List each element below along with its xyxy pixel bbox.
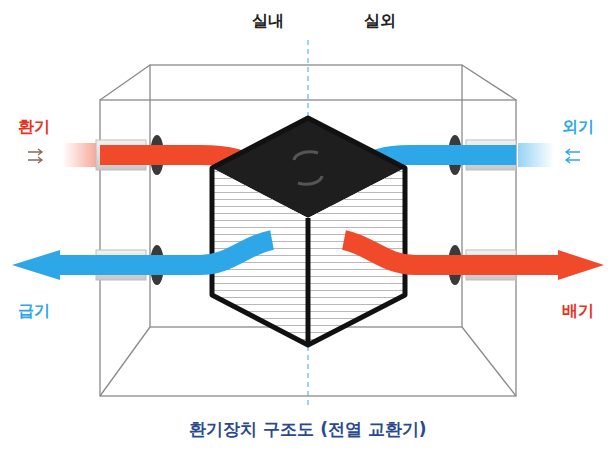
diagram-caption: 환기장치 구조도 (전열 교환기) <box>189 420 426 439</box>
flow-label: 배기 <box>562 302 594 320</box>
flow-label: 외기 <box>562 118 594 136</box>
zone-label: 실외 <box>364 12 396 30</box>
flow-label: 급기 <box>18 302 50 320</box>
flow-label: 환기 <box>18 118 50 136</box>
zone-label: 실내 <box>252 12 284 30</box>
